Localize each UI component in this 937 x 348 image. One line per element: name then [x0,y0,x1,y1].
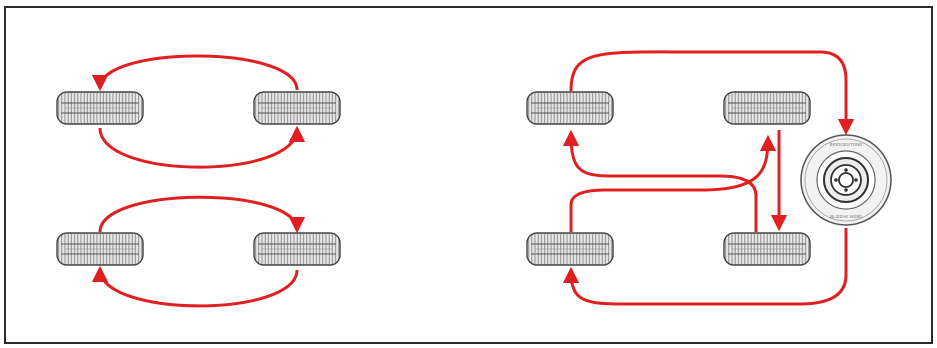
tire-front-right [253,91,341,125]
tire-front-left [56,91,144,125]
spare-model-text: BLIZZAK WS80 [830,214,862,219]
rotation-arrow [98,195,306,234]
tire-front-right [723,91,811,125]
rotation-arrow [569,50,855,136]
tire-front-left [526,91,614,125]
tire-rear-left [56,232,144,266]
tire-rear-left [526,232,614,266]
rotation-arrow [562,228,848,306]
rotation-arrow [91,265,299,308]
left-rotation-diagram [56,54,341,308]
tire-rear-right [253,232,341,266]
rotation-arrow [98,125,306,169]
spare-tire: BRIDGESTONE BLIZZAK WS80 [800,134,892,226]
tire-rear-right [723,232,811,266]
spare-brand-text: BRIDGESTONE [830,142,863,147]
rotation-arrow [91,54,299,92]
rotation-arrow [562,129,758,232]
rotation-arrow [569,134,777,232]
right-rotation-diagram: BRIDGESTONE BLIZZAK WS80 [526,50,892,306]
